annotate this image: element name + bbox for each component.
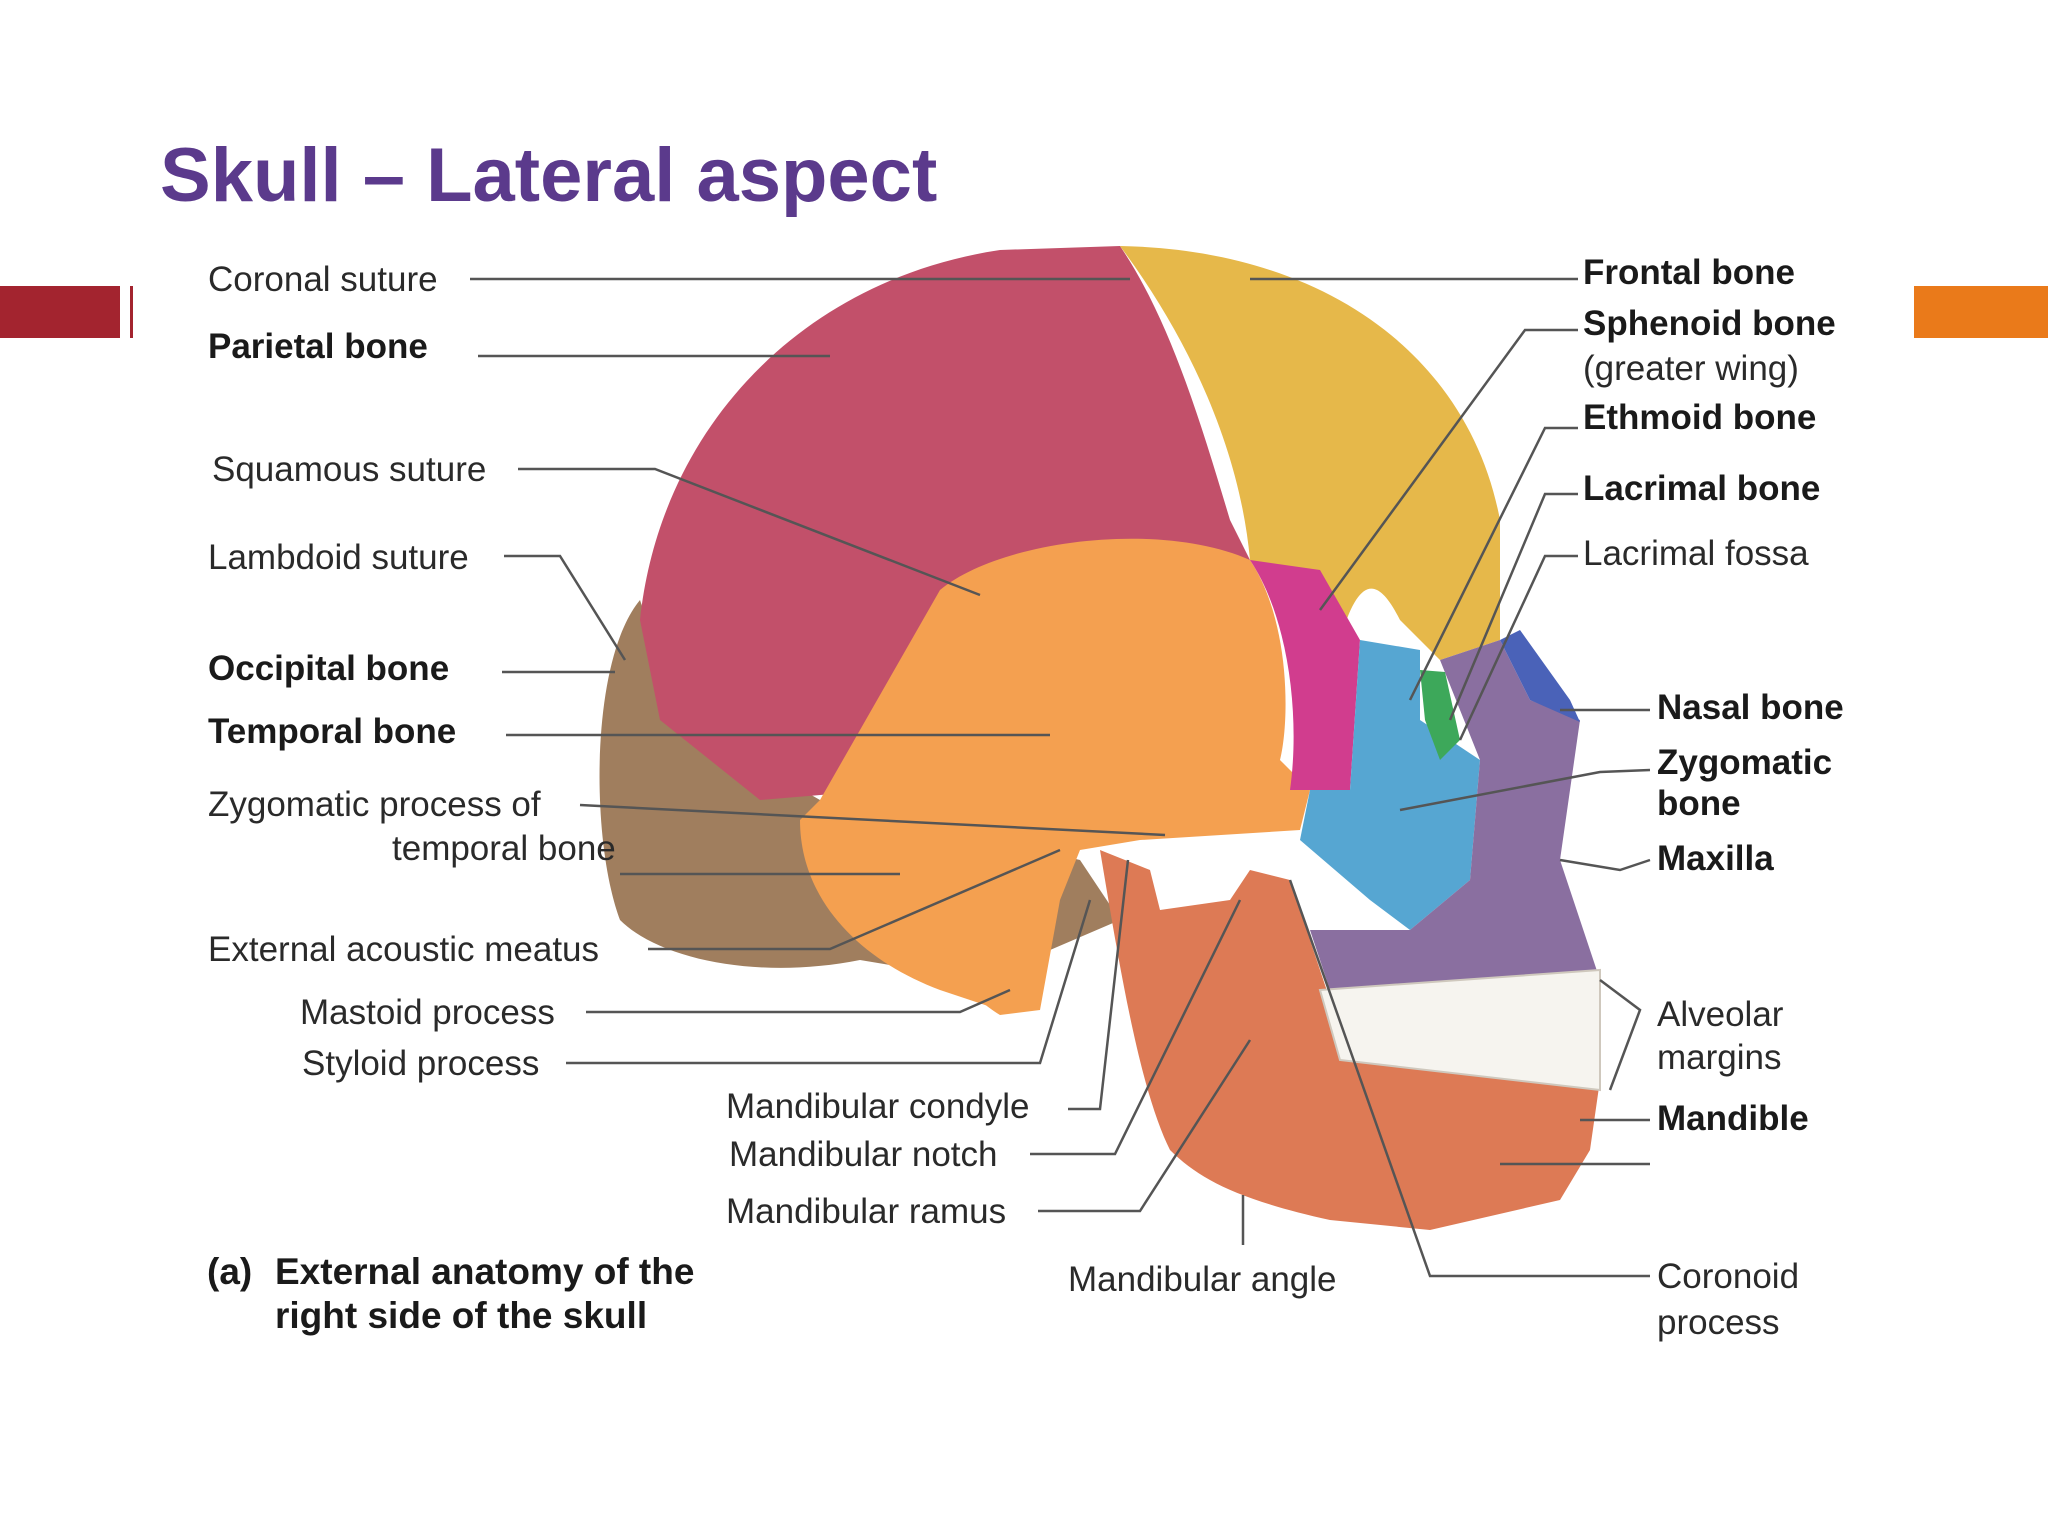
label-alveolar-line1: Alveolar [1657, 995, 1784, 1034]
label-lambdoid-suture: Lambdoid suture [208, 538, 469, 577]
label-mandible: Mandible [1657, 1099, 1809, 1138]
label-zygomatic-process-line1: Zygomatic process of [208, 785, 541, 824]
label-zygomatic-process-line2: temporal bone [392, 829, 616, 868]
label-temporal-bone: Temporal bone [208, 712, 456, 751]
caption-line1: External anatomy of the [275, 1251, 694, 1292]
label-mandibular-notch: Mandibular notch [729, 1135, 998, 1174]
label-coronoid-line1: Coronoid [1657, 1257, 1799, 1296]
label-mandibular-angle: Mandibular angle [1068, 1260, 1337, 1299]
caption-tag: (a) [207, 1250, 275, 1294]
label-styloid-process: Styloid process [302, 1044, 539, 1083]
label-mandibular-condyle: Mandibular condyle [726, 1087, 1030, 1126]
label-zygomatic-bone-line1: Zygomatic [1657, 743, 1832, 782]
label-mandibular-ramus: Mandibular ramus [726, 1192, 1006, 1231]
figure-caption: (a)External anatomy of the right side of… [207, 1250, 694, 1338]
label-squamous-suture: Squamous suture [212, 450, 486, 489]
label-occipital-bone: Occipital bone [208, 649, 449, 688]
label-coronoid-line2: process [1657, 1303, 1780, 1342]
label-coronal-suture: Coronal suture [208, 260, 438, 299]
label-mastoid-process: Mastoid process [300, 993, 555, 1032]
label-maxilla: Maxilla [1657, 839, 1774, 878]
label-sphenoid-bone: Sphenoid bone [1583, 304, 1836, 343]
label-lacrimal-fossa: Lacrimal fossa [1583, 534, 1809, 573]
label-zygomatic-bone-line2: bone [1657, 784, 1741, 823]
label-external-acoustic-meatus: External acoustic meatus [208, 930, 599, 969]
label-nasal-bone: Nasal bone [1657, 688, 1844, 727]
label-alveolar-line2: margins [1657, 1038, 1781, 1077]
label-sphenoid-sub: (greater wing) [1583, 349, 1799, 388]
label-ethmoid-bone: Ethmoid bone [1583, 398, 1816, 437]
label-lacrimal-bone: Lacrimal bone [1583, 469, 1820, 508]
label-parietal-bone: Parietal bone [208, 327, 428, 366]
skull-illustration [600, 246, 1600, 1230]
label-frontal-bone: Frontal bone [1583, 253, 1795, 292]
mastoid-shape [938, 880, 1040, 1015]
caption-line2: right side of the skull [207, 1294, 694, 1338]
